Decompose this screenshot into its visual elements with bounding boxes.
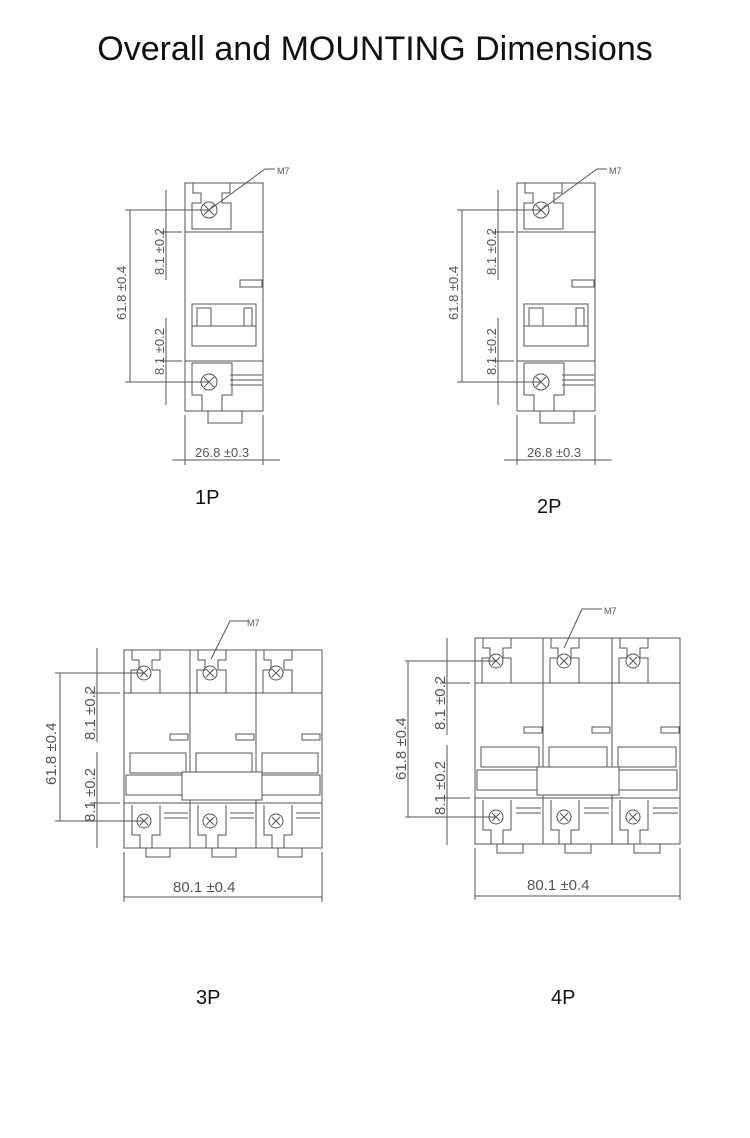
upper-dimension: 8.1 ±0.2 xyxy=(484,228,499,275)
drawing-3p: M7 61.8 ±0.4 8.1 ±0.2 8.1 ±0.2 80.1 ±0.4 xyxy=(43,618,323,902)
upper-dimension: 8.1 ±0.2 xyxy=(82,686,99,740)
callout-label: M7 xyxy=(277,166,290,176)
drawing-label-2p: 2P xyxy=(537,496,562,518)
drawing-2p: M7 61.8 ±0.4 8.1 ±0.2 8.1 ±0.2 26.8 ±0.3 xyxy=(446,166,622,465)
lower-dimension: 8.1 ±0.2 xyxy=(82,768,99,822)
drawing-label-4p: 4P xyxy=(551,987,576,1009)
drawing-label-1p: 1P xyxy=(195,487,220,509)
height-dimension: 61.8 ±0.4 xyxy=(43,723,60,785)
height-dimension: 61.8 ±0.4 xyxy=(114,266,129,320)
lower-dimension: 8.1 ±0.2 xyxy=(152,328,167,375)
drawing-4p: M7 61.8 ±0.4 8.1 ±0.2 8.1 ±0.2 80.1 ±0.4 xyxy=(393,606,681,900)
callout-label: M7 xyxy=(604,606,617,616)
height-dimension: 61.8 ±0.4 xyxy=(446,266,461,320)
upper-dimension: 8.1 ±0.2 xyxy=(432,676,449,730)
height-dimension: 61.8 ±0.4 xyxy=(393,718,410,780)
width-dimension: 80.1 ±0.4 xyxy=(173,879,235,896)
callout-label: M7 xyxy=(247,618,260,628)
width-dimension: 80.1 ±0.4 xyxy=(527,877,589,894)
width-dimension: 26.8 ±0.3 xyxy=(195,445,249,460)
width-dimension: 26.8 ±0.3 xyxy=(527,445,581,460)
lower-dimension: 8.1 ±0.2 xyxy=(432,761,449,815)
page-title: Overall and MOUNTING Dimensions xyxy=(97,30,653,68)
drawing-label-3p: 3P xyxy=(196,987,221,1009)
lower-dimension: 8.1 ±0.2 xyxy=(484,328,499,375)
drawing-1p: M7 61.8 ±0.4 8.1 ±0.2 8.1 ±0.2 26.8 ±0.3 xyxy=(114,166,290,465)
callout-label: M7 xyxy=(609,166,622,176)
upper-dimension: 8.1 ±0.2 xyxy=(152,228,167,275)
